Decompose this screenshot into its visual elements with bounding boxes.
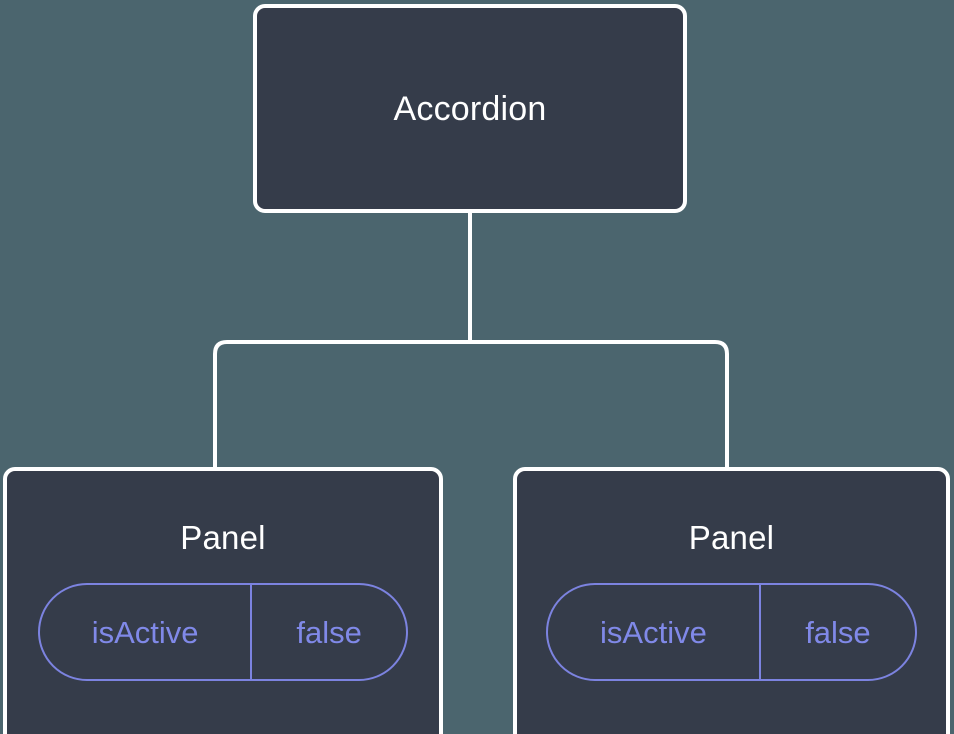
node-accordion-title: Accordion	[393, 89, 547, 128]
branch-bus-line	[213, 340, 729, 470]
node-panel-1-state-key: isActive	[40, 585, 253, 679]
node-panel-2-title: Panel	[688, 519, 775, 556]
node-panel-1[interactable]: Panel isActive false	[3, 467, 443, 734]
node-panel-2-state-value: false	[805, 614, 871, 650]
node-panel-1-title: Panel	[180, 519, 266, 556]
node-panel-2[interactable]: Panel isActive false	[513, 467, 950, 734]
node-panel-2-state-pill[interactable]: isActive false	[546, 583, 917, 681]
node-panel-1-state-pill[interactable]: isActive false	[38, 583, 408, 681]
node-panel-1-state-value: false	[296, 614, 362, 650]
node-accordion[interactable]: Accordion	[253, 4, 687, 213]
node-panel-2-state-key: isActive	[548, 585, 761, 679]
